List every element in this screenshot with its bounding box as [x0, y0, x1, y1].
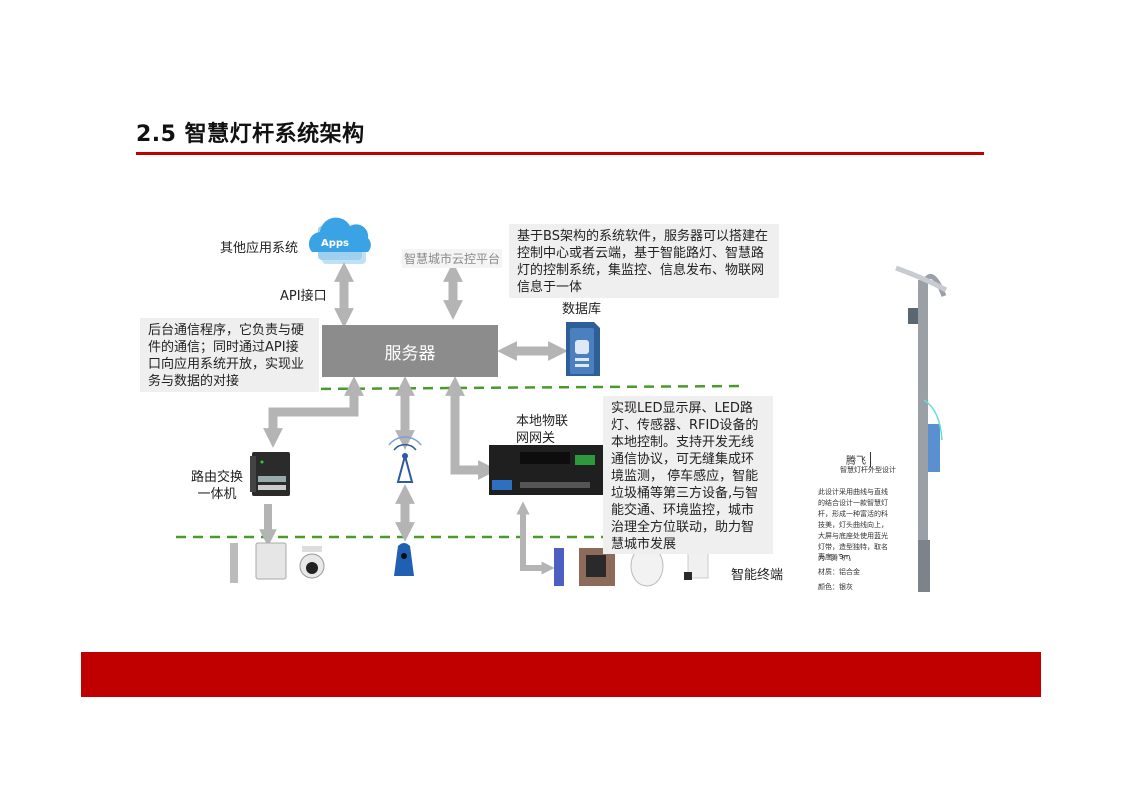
pole-subtitle: 智慧灯杆外型设计 — [840, 466, 896, 474]
server-box: 服务器 — [322, 325, 498, 377]
pole-name: 腾飞 — [846, 452, 871, 467]
upper-dashed-boundary — [167, 384, 741, 392]
page-title: 2.5 智慧灯杆系统架构 — [136, 122, 365, 147]
local-control-note: 实现LED显示屏、LED路灯、传感器、RFID设备的本地控制。支持开发无线通信协… — [603, 396, 773, 554]
cloud-platform-label: 智慧城市云控平台 — [402, 249, 503, 268]
arrow-server-gateway — [445, 376, 498, 480]
control-box-icon — [255, 542, 287, 580]
iot-gateway-label: 本地物联网网关 — [516, 414, 569, 446]
arrow-server-router — [263, 376, 364, 448]
bs-software-note: 基于BS架构的系统软件，服务器可以搭建在控制中心或者云端，基于智能路灯、智慧路灯… — [509, 224, 779, 298]
pole-description: 此设计采用曲线与直线的结合设计一款智慧灯杆，形成一种富活的科技美，灯头曲线向上，… — [818, 488, 888, 562]
backend-note: 后台通信程序，它负责与硬件的通信；同时通过API接口向应用系统开放，实现业务与数… — [140, 318, 319, 392]
smart-screen-icon — [554, 548, 564, 586]
other-apps-label: 其他应用系统 — [220, 241, 299, 256]
smart-terminal-label: 智能终端 — [731, 568, 784, 583]
charging-pile-icon — [579, 548, 615, 586]
pole-material: 材质：铝合金 — [818, 568, 860, 576]
wireless-tower-icon — [388, 436, 422, 483]
smart-pole-image — [895, 265, 948, 592]
apps-icon-text: Apps — [321, 238, 350, 249]
blue-sensor-icon — [394, 543, 414, 576]
footer-band — [81, 652, 1041, 697]
title-underline — [136, 152, 984, 155]
arrow-gateway-smart-terminals — [516, 501, 555, 575]
pole-height: 高度：9m — [818, 553, 851, 561]
dome-camera-icon — [299, 546, 325, 579]
router-label: 路由交换一体机 — [190, 470, 243, 502]
sensor-pole-icon — [230, 543, 238, 583]
apps-cloud-icon — [308, 217, 371, 264]
pole-color: 颜色：银灰 — [818, 583, 853, 591]
database-label: 数据库 — [562, 302, 602, 317]
router-icon — [250, 452, 290, 496]
gateway-device-icon — [489, 445, 603, 495]
api-port-label: API接口 — [280, 289, 327, 304]
database-icon — [566, 322, 600, 376]
